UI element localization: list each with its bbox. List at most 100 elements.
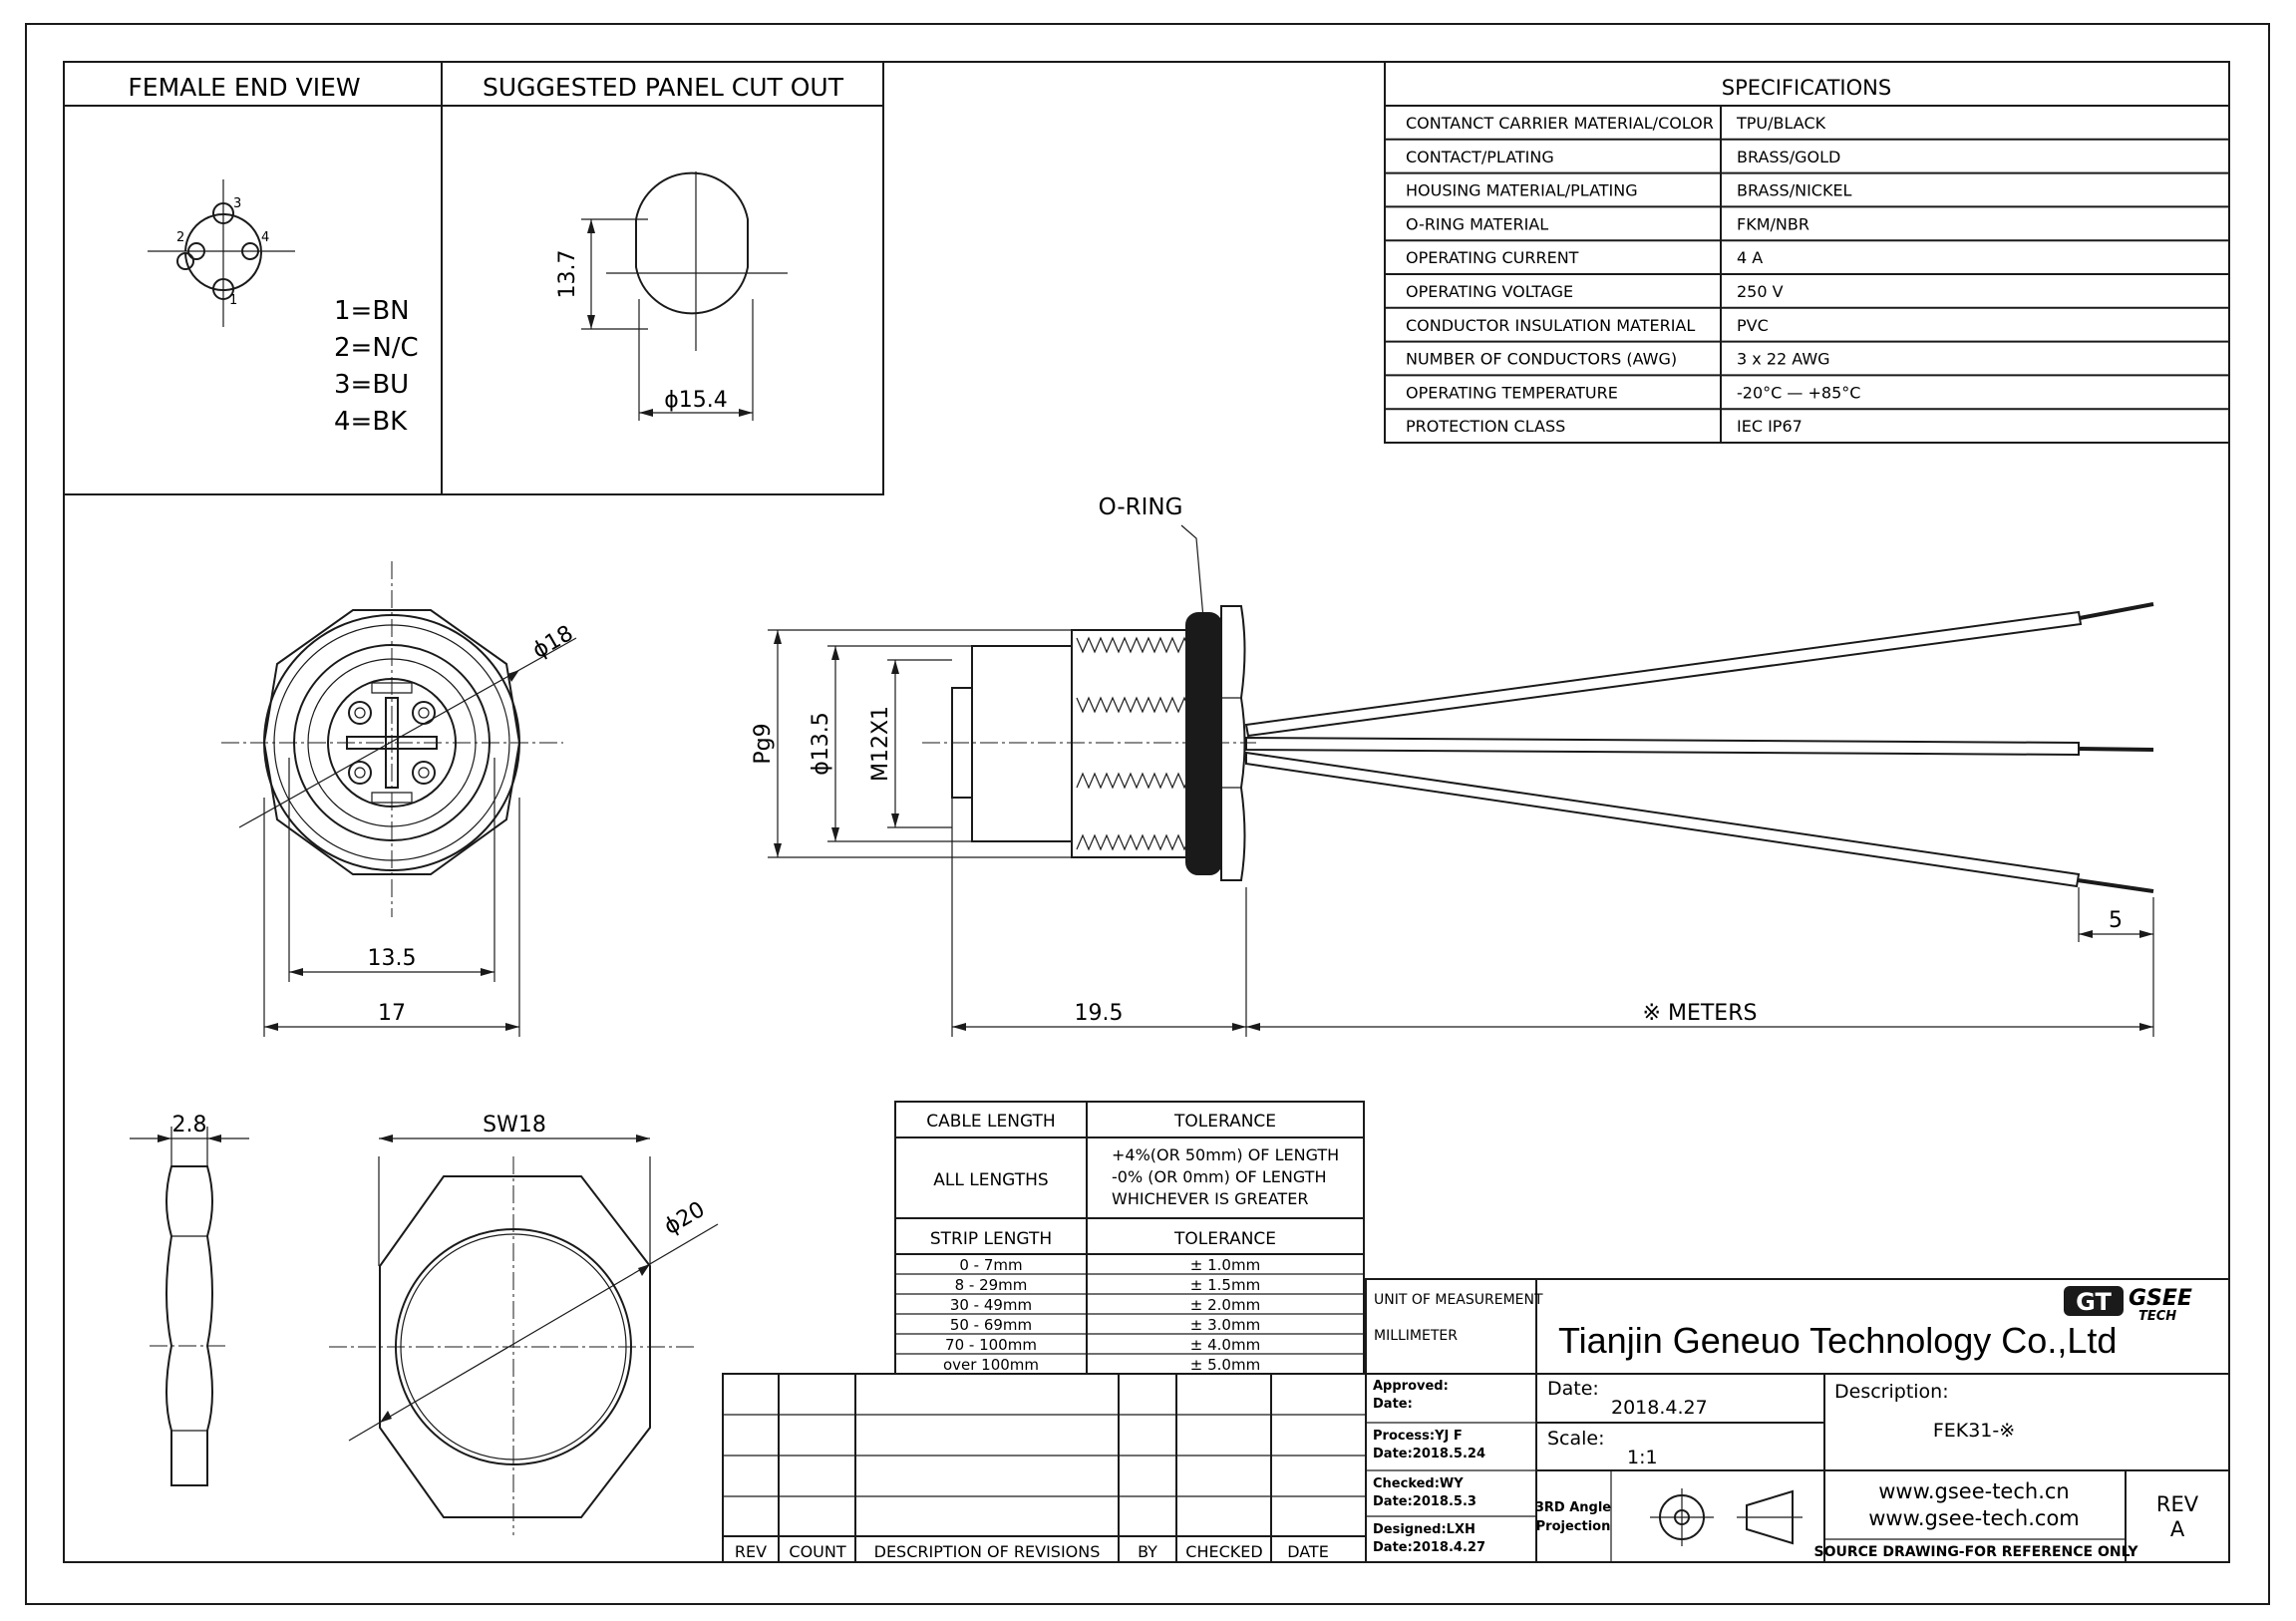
rev-col-count: COUNT [789, 1542, 845, 1561]
pin-legend: 1=BN 2=N/C 3=BU 4=BK [334, 296, 419, 437]
unit-value: MILLIMETER [1374, 1328, 1458, 1344]
all-lengths-line-1: +4%(OR 50mm) OF LENGTH [1112, 1145, 1339, 1164]
female-end-view-title: FEMALE END VIEW [128, 73, 360, 102]
projection-symbol [1650, 1488, 1803, 1546]
nut-side-drawing: 2.8 [130, 1113, 249, 1486]
tol-header-right: TOLERANCE [1173, 1112, 1276, 1132]
spec-value: 250 V [1737, 282, 1784, 301]
specifications-table: SPECIFICATIONS CONTANCT CARRIER MATERIAL… [1384, 61, 2230, 444]
panel-cutout-title: SUGGESTED PANEL CUT OUT [483, 73, 844, 102]
spec-label: CONTANCT CARRIER MATERIAL/COLOR [1406, 114, 1714, 133]
nut-top-drawing: SW18 ϕ20 [329, 1113, 719, 1535]
rev-col-rev: REV [735, 1542, 767, 1561]
spec-value: 3 x 22 AWG [1737, 350, 1830, 369]
pin-legend-4: 4=BK [334, 407, 408, 437]
cutout-height-dim: 13.7 [555, 250, 580, 299]
spec-value: FKM/NBR [1737, 214, 1809, 233]
logo-name: GSEE [2129, 1286, 2192, 1311]
process-label: Process:YJ F [1373, 1429, 1463, 1444]
side-thread-dim: M12X1 [868, 706, 893, 782]
side-dia-dim: ϕ13.5 [809, 712, 833, 776]
spec-label: CONDUCTOR INSULATION MATERIAL [1406, 316, 1695, 335]
spec-value: TPU/BLACK [1736, 114, 1826, 133]
pin-number-1: 1 [229, 293, 237, 308]
strip-tolerance: ± 1.0mm [1190, 1256, 1260, 1274]
nut-wrench-dim: SW18 [483, 1113, 546, 1137]
process-date: Date:2018.5.24 [1373, 1447, 1485, 1461]
description-label: Description: [1834, 1381, 1949, 1403]
scale-value: 1:1 [1627, 1447, 1658, 1468]
oring-label: O-RING [1099, 494, 1183, 520]
front-inner-width-dim: 13.5 [368, 946, 417, 971]
side-pg-dim: Pg9 [751, 723, 776, 764]
gsee-logo: GT GSEE TECH [2064, 1286, 2192, 1324]
scale-label: Scale: [1547, 1428, 1605, 1450]
side-view-drawing: O-RING Pg9 ϕ13.5 M12X1 [751, 494, 2154, 1037]
front-outer-width-dim: 17 [378, 1001, 406, 1026]
pin-number-3: 3 [233, 196, 241, 211]
spec-label: CONTACT/PLATING [1406, 148, 1554, 166]
strip-range: 8 - 29mm [955, 1276, 1028, 1294]
tol-header-left: CABLE LENGTH [926, 1112, 1055, 1132]
rev-col-description: DESCRIPTION OF REVISIONS [874, 1542, 1101, 1561]
spec-value: PVC [1737, 316, 1769, 335]
spec-value: 4 A [1737, 248, 1763, 267]
description-value: FEK31-※ [1933, 1420, 2015, 1442]
title-block: UNIT OF MEASUREMENT MILLIMETER Tianjin G… [1365, 1278, 2230, 1563]
strip-header-right: TOLERANCE [1173, 1229, 1276, 1249]
rev-col-by: BY [1138, 1542, 1157, 1561]
outer-border [25, 23, 2270, 1605]
o-ring [1185, 612, 1222, 875]
pin-number-4: 4 [261, 230, 269, 245]
company-name: Tianjin Geneuo Technology Co.,Ltd [1558, 1320, 2117, 1361]
spec-value: BRASS/NICKEL [1737, 181, 1852, 200]
strip-range: 50 - 69mm [950, 1316, 1032, 1334]
strip-tolerance: ± 5.0mm [1190, 1356, 1260, 1374]
strip-header-left: STRIP LENGTH [930, 1229, 1052, 1249]
tolerance-table: CABLE LENGTH TOLERANCE ALL LENGTHS +4%(O… [894, 1101, 1365, 1375]
rev-col-checked: CHECKED [1185, 1542, 1262, 1561]
website-com[interactable]: www.gsee-tech.com [1868, 1506, 2080, 1530]
nut-thickness-dim: 2.8 [172, 1113, 207, 1137]
website-cn[interactable]: www.gsee-tech.cn [1878, 1479, 2070, 1503]
spec-label: HOUSING MATERIAL/PLATING [1406, 181, 1638, 200]
spec-value: BRASS/GOLD [1737, 148, 1840, 166]
designed-label: Designed:LXH [1373, 1522, 1476, 1537]
projection-line-2: Projection [1536, 1519, 1611, 1534]
projection-line-1: 3RD Angle [1535, 1500, 1611, 1515]
checked-label: Checked:WY [1373, 1476, 1464, 1491]
spec-label: OPERATING TEMPERATURE [1406, 383, 1618, 402]
spec-label: NUMBER OF CONDUCTORS (AWG) [1406, 350, 1677, 369]
all-lengths-line-2: -0% (OR 0mm) OF LENGTH [1112, 1167, 1326, 1186]
strip-range: 30 - 49mm [950, 1296, 1032, 1314]
spec-value: -20°C — +85°C [1737, 383, 1860, 402]
end-view-panel: FEMALE END VIEW SUGGESTED PANEL CUT OUT … [63, 61, 884, 495]
side-strip-dim: 5 [2109, 908, 2123, 933]
revision-table: REV COUNT DESCRIPTION OF REVISIONS BY CH… [722, 1373, 1367, 1563]
designed-date: Date:2018.4.27 [1373, 1540, 1485, 1555]
female-end-view-drawing: 3 2 4 1 [148, 179, 295, 327]
side-cable-length-dim: ※ METERS [1643, 1001, 1758, 1026]
checked-date: Date:2018.5.3 [1373, 1494, 1476, 1509]
strip-tolerance: ± 1.5mm [1190, 1276, 1260, 1294]
source-note: SOURCE DRAWING-FOR REFERENCE ONLY [1814, 1544, 2139, 1560]
pin-legend-1: 1=BN [334, 296, 410, 326]
strip-range: over 100mm [943, 1356, 1039, 1374]
spec-label: OPERATING VOLTAGE [1406, 282, 1573, 301]
rev-col-date: DATE [1287, 1542, 1329, 1561]
approved-date: Date: [1373, 1397, 1413, 1412]
date-value: 2018.4.27 [1611, 1397, 1708, 1419]
spec-label: OPERATING CURRENT [1406, 248, 1579, 267]
all-lengths-line-3: WHICHEVER IS GREATER [1112, 1189, 1308, 1208]
spec-label: PROTECTION CLASS [1406, 417, 1565, 436]
panel-cutout-drawing: 13.7 ϕ15.4 [555, 171, 788, 421]
cable-wires [1244, 602, 2154, 893]
cutout-diameter-dim: ϕ15.4 [664, 388, 728, 413]
spec-value: IEC IP67 [1737, 417, 1803, 436]
rev-value: A [2170, 1517, 2185, 1541]
side-body-length-dim: 19.5 [1075, 1001, 1124, 1026]
logo-mark: GT [2076, 1288, 2112, 1316]
strip-tolerance: ± 3.0mm [1190, 1316, 1260, 1334]
all-lengths-label: ALL LENGTHS [933, 1170, 1048, 1190]
